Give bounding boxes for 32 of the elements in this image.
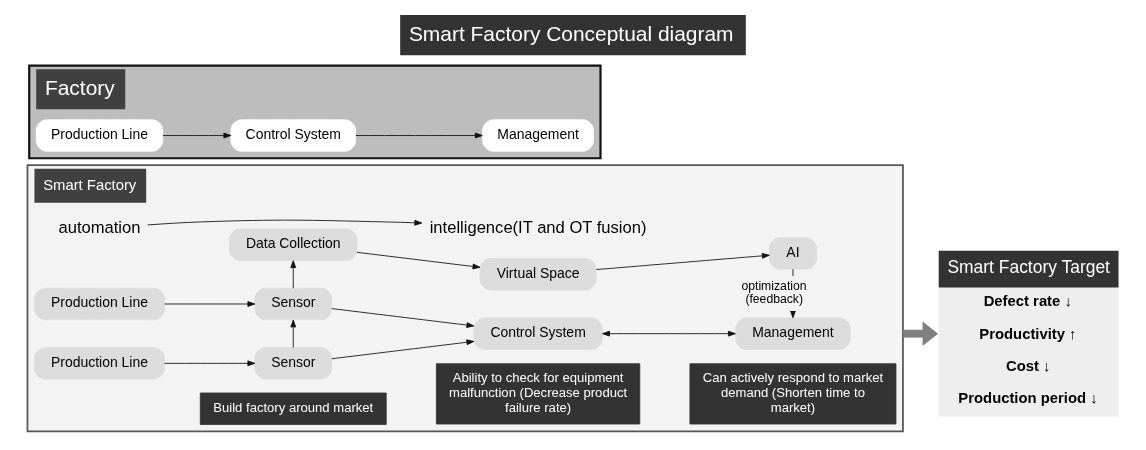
arrow [331, 339, 475, 360]
node-box: AI [768, 237, 817, 270]
node-text: automation [58, 218, 141, 238]
node-box: Sensor [254, 287, 333, 321]
node-box: Ability to check for equipment malfunction (Decrease product failure rate) [435, 363, 641, 425]
arrow [164, 301, 256, 307]
node-box: Production Line [34, 347, 165, 380]
node-box: Sensor [254, 347, 333, 380]
node-box: Can actively respond to market demand (Shorten time to market) [689, 363, 897, 425]
arrow [595, 252, 770, 270]
node-box: Control System [473, 317, 603, 350]
arrow [147, 219, 423, 226]
arrow [355, 132, 483, 139]
arrow [356, 251, 481, 270]
node-box: Management [482, 119, 594, 152]
edge-label: optimization (feedback) [741, 279, 807, 307]
node-box: Data Collection [229, 228, 358, 261]
arrow [902, 321, 939, 346]
arrow [162, 132, 232, 139]
arrow [331, 308, 475, 328]
node-box: Virtual Space [479, 258, 597, 291]
node-box: Production Line [35, 119, 164, 152]
node-box: Build factory around market [199, 392, 387, 425]
node-box: Management [735, 317, 851, 350]
arrow [290, 260, 297, 289]
diagram-title: Smart Factory Conceptual diagram [408, 21, 734, 45]
arrow [164, 360, 256, 367]
node-text: intelligence(IT and OT fusion) [429, 218, 647, 238]
arrow [602, 330, 736, 337]
node-box: Control System [230, 119, 357, 152]
arrow [290, 319, 297, 348]
node-box: Production Line [34, 287, 165, 321]
